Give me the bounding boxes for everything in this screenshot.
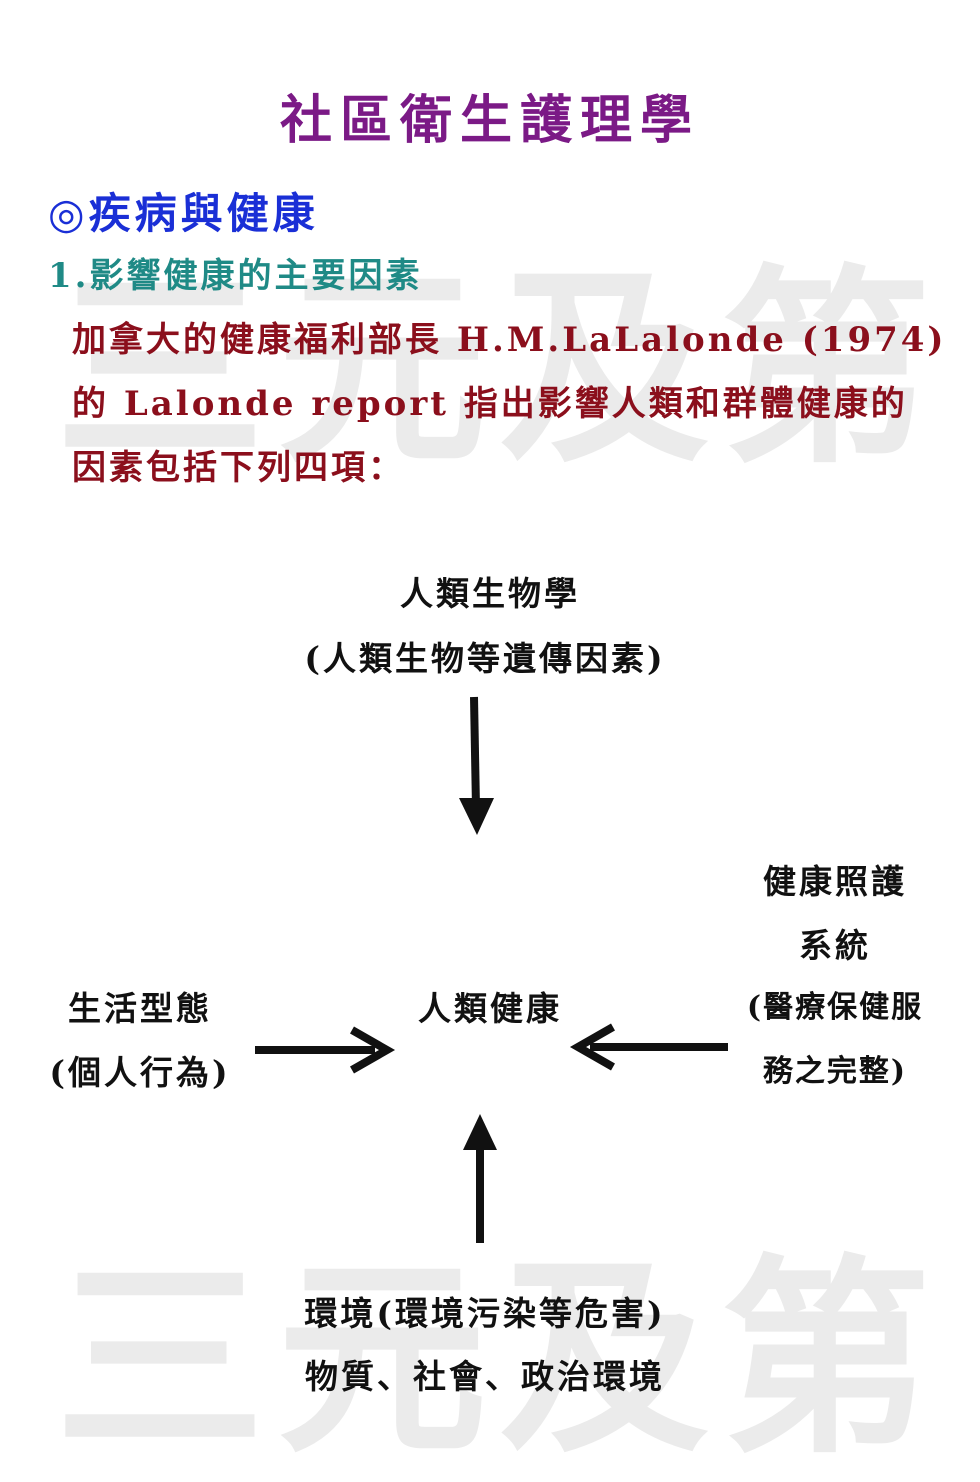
subsection-heading: 1.影響健康的主要因素 — [48, 256, 423, 296]
diagram-right-sublabel-2: 務之完整) — [762, 1054, 908, 1089]
diagram-left-sublabel: (個人行為) — [49, 1053, 231, 1092]
diagram-center-label: 人類健康 — [418, 989, 562, 1028]
arrow-left-from-healthcare — [569, 1023, 728, 1071]
section-heading: ◎疾病與健康 — [48, 189, 319, 238]
diagram-top-sublabel: (人類生物等遺傳因素) — [304, 639, 666, 678]
diagram-bottom-sublabel: 物質、社會、政治環境 — [305, 1357, 665, 1396]
paragraph-line-1: 加拿大的健康福利部長 H.M.LaLalonde (1974) — [72, 320, 947, 360]
diagram-right-sublabel-1: (醫療保健服 — [746, 990, 924, 1025]
page-title: 社區衛生護理學 — [279, 90, 700, 151]
arrow-down-from-biology — [459, 696, 494, 835]
watermark-top: 三元及第 — [55, 247, 944, 492]
paragraph-line-2: 的 Lalonde report 指出影響人類和群體健康的 — [72, 384, 908, 424]
diagram-top-label: 人類生物學 — [400, 574, 580, 613]
watermark-bottom: 三元及第 — [55, 1237, 944, 1482]
paragraph-line-3: 因素包括下列四項： — [72, 448, 405, 488]
diagram-bottom-label: 環境(環境污染等危害) — [304, 1294, 666, 1333]
arrow-right-from-lifestyle — [255, 1026, 396, 1074]
diagram-right-label-2: 系統 — [799, 926, 871, 965]
diagram-left-label: 生活型態 — [68, 989, 212, 1028]
diagram-right-label-1: 健康照護 — [763, 862, 907, 901]
arrow-up-from-environment — [463, 1114, 497, 1243]
